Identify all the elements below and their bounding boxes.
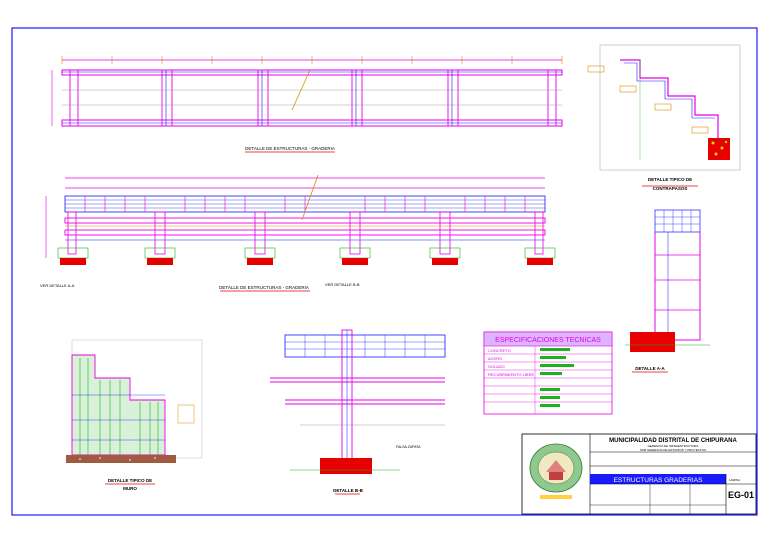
- specs-table: [483, 331, 613, 415]
- specs-row-concreto: CONCRETO: [488, 348, 511, 353]
- ver-detalle-bb: VER DETALLE B-B: [325, 282, 360, 287]
- sheet-title: ESTRUCTURAS GRADERIAS: [614, 477, 704, 484]
- top-elevation: [51, 56, 563, 153]
- specs-row-solado: SOLADO: [488, 364, 505, 369]
- title-block: [521, 433, 757, 515]
- muro-title-1: DETALLE TIPICO DE: [108, 478, 152, 483]
- lamina-label: LAMINA: [729, 478, 740, 482]
- muro-title-2: MURO: [123, 486, 137, 491]
- detalle-aa: [625, 209, 710, 373]
- contrapasos-title-2: CONTRAPASOS: [653, 186, 688, 191]
- sheet-code: EG-01: [728, 490, 754, 500]
- mid-elevation: [45, 174, 556, 292]
- ver-detalle-aa: VER DETALLE A-A: [40, 283, 75, 288]
- falsa-zapata-note: FALSA ZAPATA: [396, 445, 421, 449]
- contrapasos-title-1: DETALLE TIPICO DE: [648, 177, 692, 182]
- specs-row-acero: ACERO: [488, 356, 502, 361]
- top-detail-title: DETALLE DE ESTRUCTURAS - GRADERIA: [245, 146, 335, 151]
- specs-title: ESPECIFICACIONES TECNICAS: [495, 337, 601, 344]
- mid-detail-title: DETALLE DE ESTRUCTURAS - GRADERIA: [219, 285, 309, 290]
- office-line-2: SUB GERENCIA DE ESTUDIOS Y PROYECTOS: [640, 448, 706, 452]
- office-line-1: GERENCIA DE INFRAESTRUCTURA: [648, 444, 699, 448]
- sheet-frame: [11, 27, 758, 516]
- specs-row-recubrimiento: RECUBRIMIENTO LIBRE: [488, 372, 534, 377]
- contrapasos-detail: [587, 44, 741, 187]
- detalle-aa-title: DETALLE A-A: [635, 366, 665, 371]
- detalle-bb: [270, 329, 446, 495]
- muro-detail: [66, 339, 203, 485]
- detalle-bb-title: DETALLE B-B: [333, 488, 363, 493]
- entity-name: MUNICIPALIDAD DISTRITAL DE CHIPURANA: [609, 438, 737, 444]
